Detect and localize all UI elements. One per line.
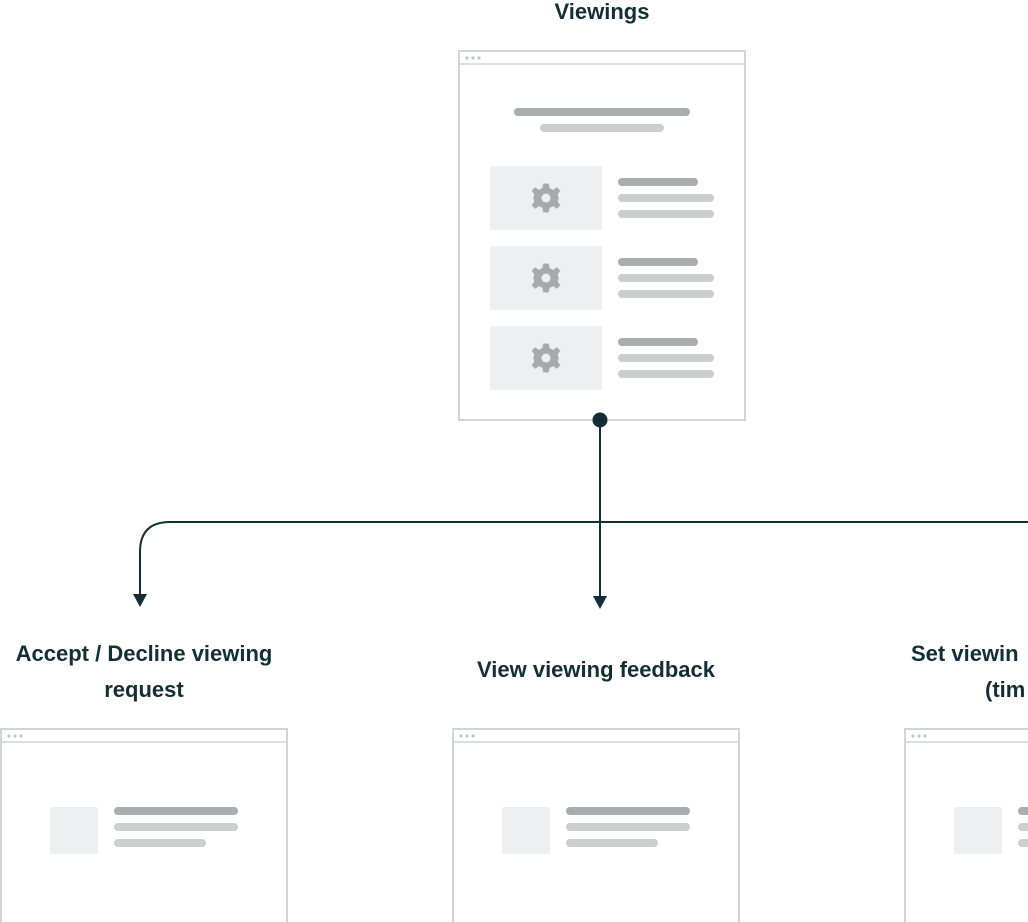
window-dots [465, 56, 481, 60]
node-title-accept-decline-line1: Accept / Decline viewing [15, 641, 273, 666]
node-title-set-viewing-line1: Set viewin [911, 641, 1019, 666]
connector-origin-dot [592, 412, 608, 428]
gear-icon [531, 263, 561, 293]
thumbnail [502, 807, 550, 854]
node-title-viewings: Viewings [554, 0, 650, 24]
gear-icon [531, 183, 561, 213]
list-item [490, 246, 714, 310]
list-item [490, 166, 714, 230]
node-title-accept-decline-line2: request [104, 677, 184, 702]
node-title-set-viewing-line2: (tim [985, 677, 1026, 702]
arrowhead-view-feedback [593, 596, 607, 609]
connector-lines [139, 420, 1028, 596]
list-item [490, 326, 714, 390]
set-viewing-screen-wireframe [904, 728, 1028, 922]
view-feedback-screen-wireframe [452, 728, 740, 922]
viewings-screen-wireframe [458, 50, 746, 421]
thumbnail [954, 807, 1002, 854]
accept-decline-screen-wireframe [0, 728, 288, 922]
thumbnail [50, 807, 98, 854]
subheading-placeholder [540, 124, 664, 132]
arrowhead-accept-decline [133, 594, 147, 607]
node-title-view-feedback: View viewing feedback [476, 657, 716, 682]
heading-placeholder [514, 108, 690, 116]
gear-icon [531, 343, 561, 373]
